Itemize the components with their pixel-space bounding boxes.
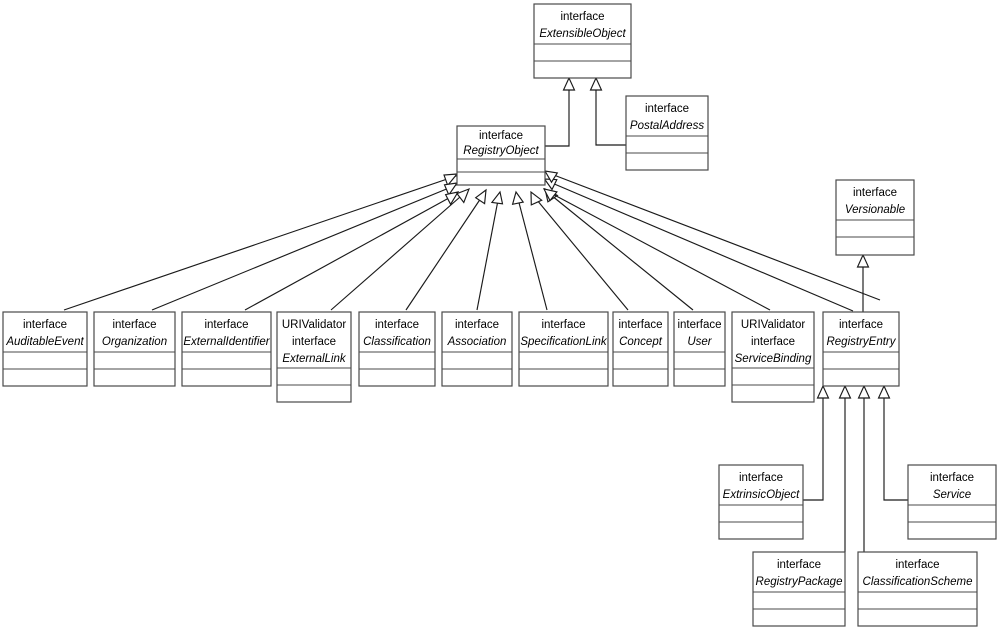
stereotype-label: interface [560,11,604,23]
link-extra-right-to-registry-object [543,170,881,301]
class-box-registry-entry[interactable]: interface RegistryEntry [822,311,900,387]
class-box-concept[interactable]: interface Concept [612,311,669,387]
link-registry-object-to-extensible-object [545,76,576,147]
stereotype-label: interface [479,130,523,142]
stereotype-label: interface [375,319,419,331]
class-box-registry-package[interactable]: interface RegistryPackage [752,551,846,627]
class-name: Association [447,336,507,348]
class-name: ClassificationScheme [863,576,973,588]
link-registry-package-to-registry-entry [838,384,852,552]
class-name: ExtensibleObject [539,28,626,40]
class-box-specification-link[interactable]: interface SpecificationLink [518,311,609,387]
class-name: RegistryObject [463,145,539,157]
class-box-classification[interactable]: interface Classification [358,311,436,387]
class-name: ExternalLink [282,353,347,365]
class-name: Service [933,489,971,501]
link-registry-entry-to-registry-object [543,178,854,312]
class-box-user[interactable]: interface User [673,311,726,387]
link-user-to-registry-object [544,187,694,311]
stereotype-label: interface [23,319,67,331]
link-concept-to-registry-object [530,190,629,311]
class-box-service[interactable]: interface Service [907,464,997,540]
validator-label: URIValidator [741,319,806,331]
class-name: Concept [619,336,663,348]
class-name: ExtrinsicObject [723,489,800,501]
link-organization-to-registry-object [151,182,459,311]
stereotype-label: interface [777,559,821,571]
link-association-to-registry-object [476,190,504,311]
class-box-registry-object[interactable]: interface RegistryObject [456,125,546,186]
class-box-external-link[interactable]: URIValidator interface ExternalLink [276,311,352,403]
link-extrinsic-object-to-registry-entry [803,384,830,501]
validator-label: URIValidator [282,319,347,331]
class-box-postal-address[interactable]: interface PostalAddress [625,95,709,171]
stereotype-label: interface [839,319,883,331]
link-registry-entry-to-versionable [856,253,870,312]
stereotype-label: interface [112,319,156,331]
class-name: Organization [102,336,167,348]
stereotype-label: interface [292,336,336,348]
stereotype-label: interface [739,472,783,484]
stereotype-label: interface [751,336,795,348]
class-box-organization[interactable]: interface Organization [93,311,176,387]
stereotype-label: interface [541,319,585,331]
stereotype-label: interface [853,187,897,199]
class-name: ServiceBinding [735,353,812,365]
class-box-service-binding[interactable]: URIValidator interface ServiceBinding [731,311,815,403]
class-name: PostalAddress [630,120,704,132]
class-box-extensible-object[interactable]: interface ExtensibleObject [533,3,632,79]
class-name: Versionable [845,204,905,216]
class-name: AuditableEvent [5,336,84,348]
class-name: RegistryEntry [826,336,896,348]
class-box-auditable-event[interactable]: interface AuditableEvent [2,311,88,387]
class-box-versionable[interactable]: interface Versionable [835,179,915,256]
class-box-association[interactable]: interface Association [441,311,513,387]
link-external-identifier-to-registry-object [244,191,460,311]
stereotype-label: interface [455,319,499,331]
class-box-external-identifier[interactable]: interface ExternalIdentifier [181,311,272,387]
link-service-to-registry-entry [877,384,908,501]
class-name: Classification [363,336,431,348]
stereotype-label: interface [645,103,689,115]
generalization-links [63,76,908,552]
link-auditable-event-to-registry-object [63,173,459,311]
link-external-link-to-registry-object [330,188,471,311]
link-specification-link-to-registry-object [511,190,548,311]
link-classification-to-registry-object [405,188,487,311]
stereotype-label: interface [677,319,721,331]
class-box-extrinsic-object[interactable]: interface ExtrinsicObject [718,464,804,540]
link-postal-address-to-extensible-object [589,76,626,146]
class-box-classification-scheme[interactable]: interface ClassificationScheme [857,551,978,627]
class-name: User [687,336,712,348]
class-name: RegistryPackage [756,576,843,588]
class-name: SpecificationLink [520,336,608,348]
stereotype-label: interface [204,319,248,331]
stereotype-label: interface [618,319,662,331]
stereotype-label: interface [930,472,974,484]
link-classification-scheme-to-registry-entry [857,384,871,552]
class-boxes: interface ExtensibleObject interface Pos… [2,3,997,627]
stereotype-label: interface [895,559,939,571]
link-service-binding-to-registry-object [542,188,771,311]
class-name: ExternalIdentifier [183,336,270,348]
